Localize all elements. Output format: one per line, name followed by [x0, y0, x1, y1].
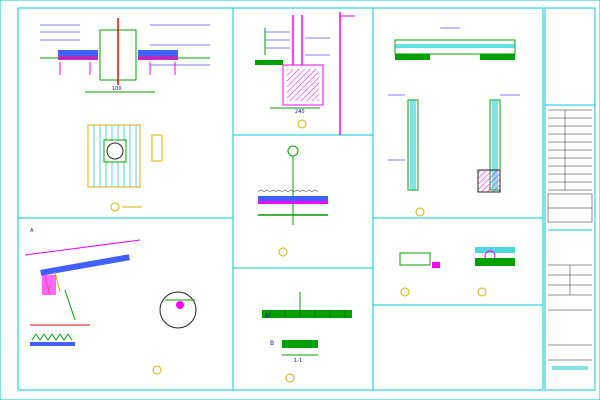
dim-label-2: 240 — [295, 109, 305, 115]
marker-a: A — [30, 228, 34, 234]
detail-tag-icon — [415, 207, 425, 217]
detail-2-parapet: 240 — [255, 12, 355, 135]
title-block — [544, 7, 596, 391]
detail-tag-icon — [400, 287, 410, 297]
detail-tag-icon — [477, 287, 487, 297]
detail-7-flashing — [399, 247, 515, 297]
detail-tag-icon — [297, 119, 307, 129]
detail-1-deck-penetration: 100 — [40, 18, 210, 212]
detail-4-section: B B 1-1 — [262, 292, 352, 383]
detail-tag-icon — [285, 373, 295, 383]
detail-tag-icon — [152, 365, 162, 375]
detail-tag-icon — [110, 202, 120, 212]
dim-label-1: 100 — [112, 86, 122, 92]
section-label: 1-1 — [294, 358, 302, 364]
detail-3-ridge — [257, 145, 328, 257]
panel-grid — [17, 7, 544, 391]
detail-5-eave: A — [24, 228, 197, 375]
marker-b1: B — [265, 313, 269, 320]
marker-b2: B — [270, 340, 274, 347]
detail-6-glazing — [388, 27, 520, 217]
detail-tag-icon — [278, 247, 288, 257]
